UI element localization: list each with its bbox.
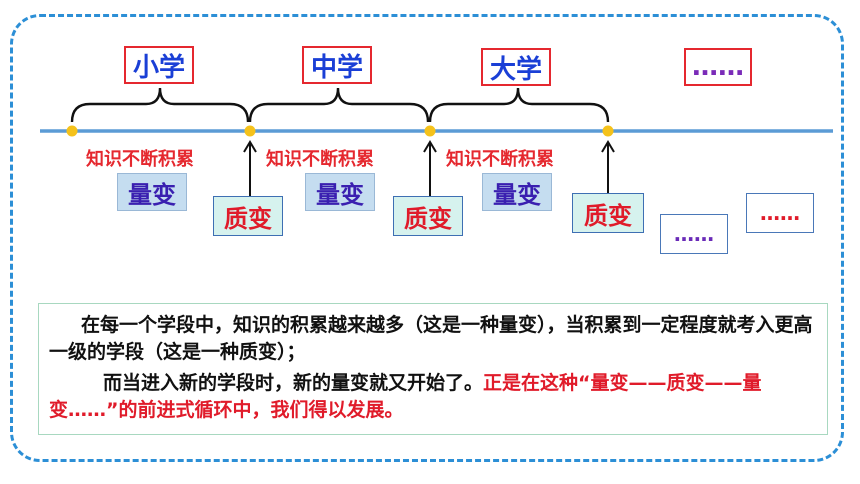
- qualitative-label-1: 质变: [224, 204, 272, 233]
- description-paragraph-1: 在每一个学段中，知识的积累越来越多（这是一种量变），当积累到一定程度就考入更高一…: [49, 312, 815, 366]
- quantitative-label-3: 量变: [493, 180, 541, 209]
- brace-middle: [248, 87, 430, 123]
- description-paragraph-2: 而当进入新的学段时，新的量变就又开始了。正是在这种“量变——质变——量变……”的…: [49, 370, 815, 424]
- qualitative-label-3: 质变: [584, 201, 632, 230]
- stage-box-middle: 中学: [302, 46, 372, 84]
- quantitative-label-2: 量变: [316, 180, 364, 209]
- description-emphasis: 正是在这种“量变——质变——量变……”的前进式循环中，我们得以发展。: [49, 372, 762, 421]
- ellipsis-label-2: ……: [760, 201, 800, 225]
- stage-label-more: ……: [692, 52, 744, 82]
- quantitative-box-2: 量变: [305, 173, 375, 211]
- marker-dot-1: [66, 125, 78, 137]
- qualitative-box-1: 质变: [213, 196, 283, 236]
- quantitative-box-1: 量变: [117, 173, 187, 211]
- description-box: 在每一个学段中，知识的积累越来越多（这是一种量变），当积累到一定程度就考入更高一…: [38, 303, 828, 435]
- description-line-2: 而当进入新的学段时，新的量变就又开始了。: [103, 372, 484, 394]
- accumulation-label-2: 知识不断积累: [266, 149, 374, 170]
- up-arrow-2: [423, 140, 437, 196]
- brace-university: [428, 87, 610, 123]
- qualitative-box-2: 质变: [393, 196, 463, 236]
- marker-dot-4: [602, 125, 614, 137]
- marker-dot-2: [244, 125, 256, 137]
- brace-primary: [70, 87, 250, 123]
- stage-box-university: 大学: [481, 48, 551, 86]
- accumulation-label-1: 知识不断积累: [86, 149, 194, 170]
- stage-box-primary: 小学: [124, 46, 194, 84]
- ellipsis-label-1: ……: [674, 222, 714, 246]
- stage-box-more: ……: [684, 48, 752, 86]
- quantitative-box-3: 量变: [482, 173, 552, 211]
- qualitative-box-3: 质变: [572, 193, 644, 233]
- dashed-frame: [10, 14, 844, 462]
- qualitative-label-2: 质变: [404, 204, 452, 233]
- ellipsis-box-quantitative: ……: [660, 214, 728, 254]
- description-line-1: 在每一个学段中，知识的积累越来越多（这是一种量变），当积累到一定程度就考入更高一…: [49, 314, 813, 363]
- quantitative-label-1: 量变: [128, 180, 176, 209]
- marker-dot-3: [424, 125, 436, 137]
- up-arrow-1: [243, 140, 257, 196]
- stage-label-primary: 小学: [132, 52, 185, 83]
- ellipsis-box-qualitative: ……: [746, 193, 814, 233]
- accumulation-label-3: 知识不断积累: [446, 149, 554, 170]
- stage-label-university: 大学: [489, 54, 542, 85]
- up-arrow-3: [601, 140, 615, 193]
- stage-label-middle: 中学: [310, 52, 363, 83]
